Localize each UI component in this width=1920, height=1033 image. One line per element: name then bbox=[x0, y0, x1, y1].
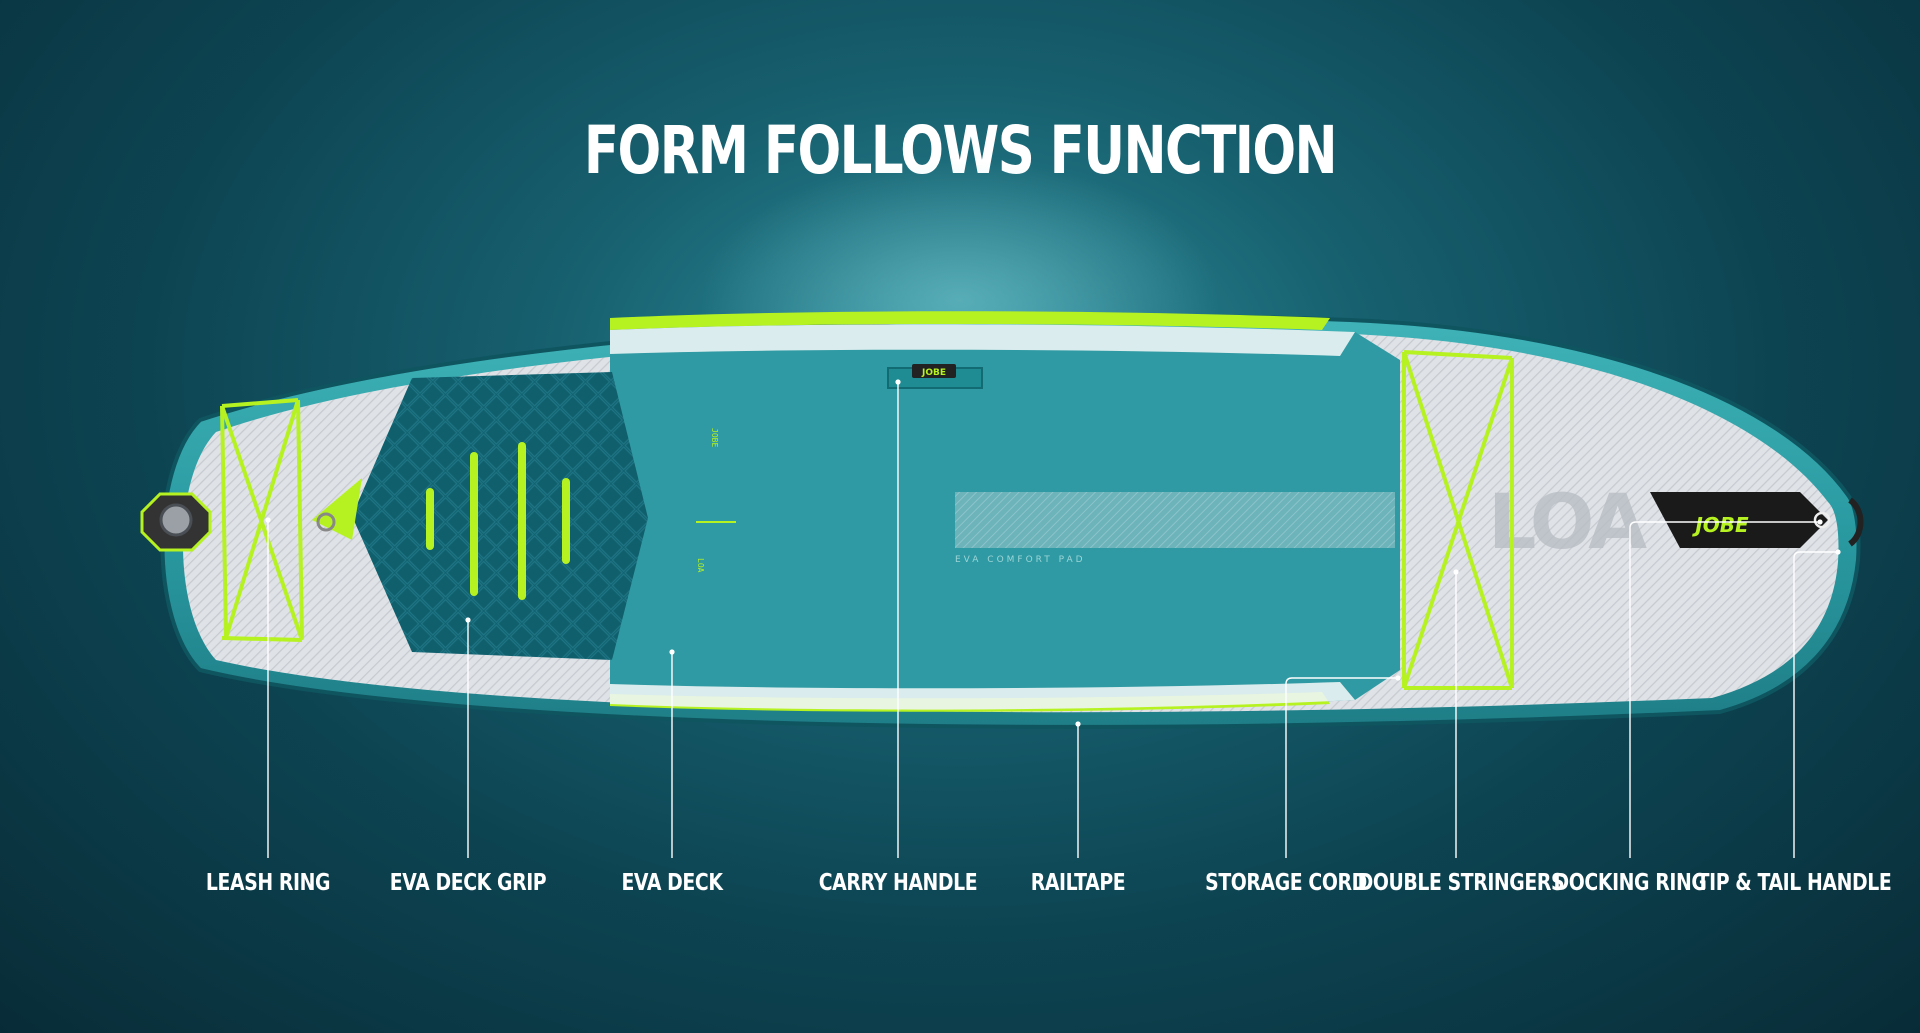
callout-line-storage-cord bbox=[1285, 677, 1398, 858]
deck-vertical-text: JOBE LOA bbox=[696, 428, 719, 573]
center-deck: EVA COMFORT PAD LOA JOBE LOA bbox=[312, 311, 1651, 712]
callout-dot-carry-handle bbox=[895, 379, 901, 385]
deck-grip-bar bbox=[518, 442, 526, 600]
board-model-watermark: LOA bbox=[1488, 477, 1647, 566]
callout-dot-eva-deck-grip bbox=[465, 617, 471, 623]
callout-line-tip-tail-handle bbox=[1793, 551, 1838, 858]
rail-white-top bbox=[610, 324, 1355, 356]
callout-label-eva-deck-grip: EVA DECK GRIP bbox=[389, 870, 547, 896]
deck-marker bbox=[696, 521, 736, 523]
callout-dot-eva-deck bbox=[669, 649, 675, 655]
nose-logo-patch: JOBE bbox=[1650, 492, 1828, 548]
callout-label-railtape: RAILTAPE bbox=[1030, 870, 1126, 896]
callout-label-carry-handle: CARRY HANDLE bbox=[818, 870, 978, 896]
comfort-pad-label: EVA COMFORT PAD bbox=[955, 555, 1086, 565]
callout-dot-tip-tail-handle bbox=[1835, 549, 1841, 555]
callout-label-double-stringers: DOUBLE STRINGERS bbox=[1357, 870, 1565, 896]
callout-dot-double-stringers bbox=[1453, 569, 1459, 575]
carry-handle-logo: JOBE bbox=[921, 368, 946, 378]
callout-label-docking-ring: DOCKING RING bbox=[1553, 870, 1707, 896]
callout-dot-railtape bbox=[1075, 721, 1081, 727]
callout-lines bbox=[265, 379, 1841, 858]
brand-logo: JOBE bbox=[1691, 513, 1749, 537]
svg-text:JOBE: JOBE bbox=[710, 428, 719, 447]
storage-cord-front bbox=[220, 398, 304, 642]
leash-ring bbox=[316, 512, 336, 532]
callout-dot-leash-ring bbox=[265, 517, 271, 523]
eva-deck-grip bbox=[352, 372, 648, 660]
deck-grip-bar bbox=[562, 478, 570, 564]
carry-handle: JOBE bbox=[887, 364, 983, 389]
callout-label-storage-cord: STORAGE CORD bbox=[1205, 870, 1367, 896]
callout-dot-storage-cord bbox=[1395, 675, 1401, 681]
storage-cord-rear bbox=[1402, 350, 1514, 690]
tip-handle bbox=[1847, 497, 1864, 547]
callout-label-tip-tail-handle: TIP & TAIL HANDLE bbox=[1696, 870, 1892, 896]
callout-dot-docking-ring bbox=[1817, 519, 1823, 525]
callout-line-docking-ring bbox=[1629, 521, 1820, 858]
tail-grip-tip bbox=[312, 478, 362, 540]
deck-grip-bar bbox=[470, 452, 478, 596]
svg-text:LOA: LOA bbox=[696, 558, 705, 573]
rail-white-bottom bbox=[610, 682, 1355, 710]
callout-label-leash-ring: LEASH RING bbox=[205, 870, 331, 896]
comfort-pad bbox=[955, 492, 1395, 548]
docking-ring bbox=[1813, 511, 1831, 529]
deck-grip-bar bbox=[426, 488, 434, 550]
leash-plug bbox=[140, 492, 212, 552]
railtape-top bbox=[610, 311, 1330, 330]
callout-label-eva-deck: EVA DECK bbox=[621, 870, 723, 896]
